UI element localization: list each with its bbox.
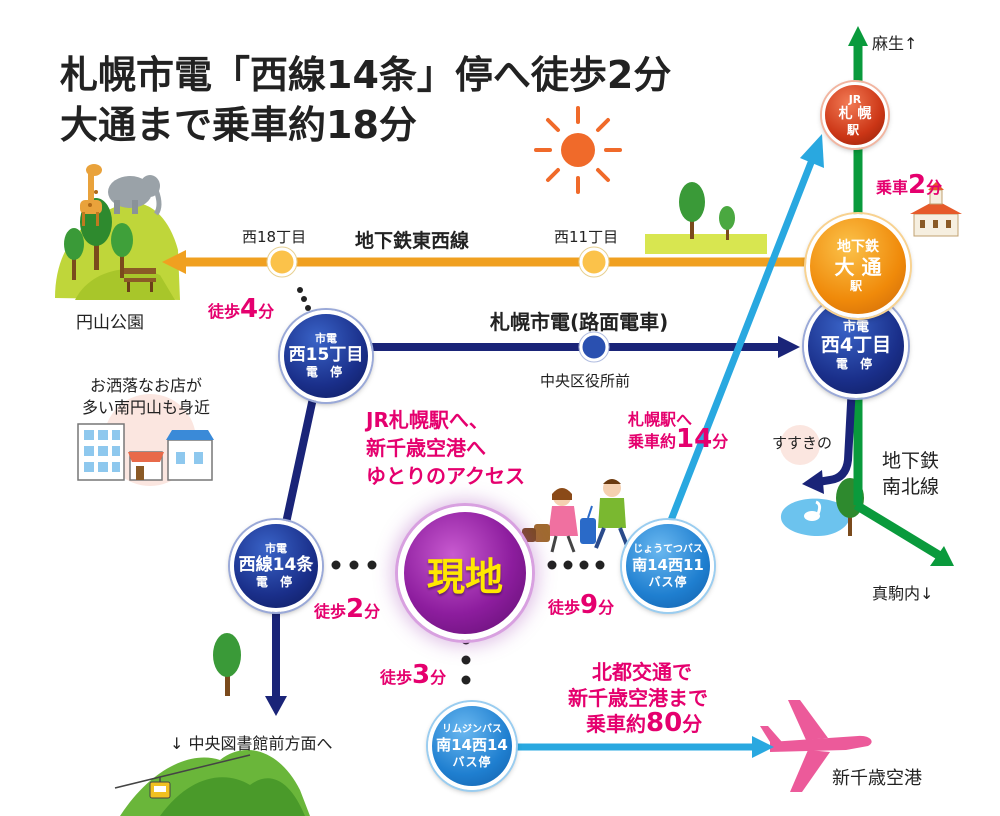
ride-note-airport-line2: 新千歳空港まで <box>568 686 708 710</box>
ride-time-airport: 乗車約80分 <box>586 708 703 738</box>
sun-icon <box>534 106 622 194</box>
station-node-nishisen14: 市電 西線14条 電 停 <box>230 520 322 612</box>
bus-stop-node-limousine: リムジンバス 南14西14 バス停 <box>428 702 516 790</box>
limousine-bus-line <box>500 736 774 758</box>
current-location-node: 現地 <box>398 506 532 640</box>
shop-area-illustration <box>77 394 214 486</box>
station-dot-nishi18 <box>266 246 298 278</box>
swan-icon <box>804 500 822 521</box>
airplane-icon <box>760 700 872 792</box>
jotetsu-bus-line <box>664 134 824 530</box>
travelers-illustration <box>522 479 630 553</box>
place-maruyama-park: 円山公園 <box>76 313 144 333</box>
access-note-line2: 新千歳空港へ <box>366 436 486 460</box>
ride-time-jr-odori: 乗車2分 <box>876 170 943 200</box>
mountain-ropeway-illustration <box>114 633 310 816</box>
access-note-line1: JR札幌駅へ、 <box>366 408 489 432</box>
bench-icon <box>124 268 156 292</box>
tree-strip-illustration <box>645 182 767 254</box>
station-dot-chuoku <box>578 331 610 363</box>
tram-line-label: 札幌市電(路面電車) <box>490 310 669 334</box>
ride-note-airport-line1: 北都交通で <box>592 660 692 684</box>
traveler-man-icon <box>580 479 630 549</box>
walk-time-limousine-bus: 徒歩3分 <box>380 660 447 690</box>
shop-note-line2: 多い南円山も身近 <box>82 398 211 417</box>
ropeway-gondola-icon <box>149 777 171 799</box>
traveler-woman-icon <box>522 488 578 553</box>
walk-time-nishi15: 徒歩4分 <box>208 294 275 324</box>
susukino-branch-line <box>802 384 856 494</box>
page-title-line1: 札幌市電「西線14条」停へ徒歩2分 <box>60 53 672 97</box>
giraffe-icon <box>80 164 102 226</box>
ride-time-sapporo: 乗車約14分 <box>628 424 729 454</box>
station-label-nishi11: 西11丁目 <box>554 228 619 246</box>
place-new-chitose-airport: 新千歳空港 <box>832 768 922 789</box>
ride-note-sapporo-line1: 札幌駅へ <box>628 410 693 429</box>
shop-note-line1: お洒落なお店が <box>90 376 203 395</box>
station-label-nishi18: 西18丁目 <box>242 228 307 246</box>
station-label-chuoku: 中央区役所前 <box>540 372 631 390</box>
place-makomanai: 真駒内↓ <box>872 584 934 603</box>
station-node-odori: 地下鉄 大 通 駅 <box>806 214 910 318</box>
walk-time-nishisen14: 徒歩2分 <box>314 594 381 624</box>
clock-tower-icon <box>910 182 962 237</box>
place-library-direction: ↓ 中央図書館前方面へ <box>170 734 333 753</box>
place-asabu: 麻生↑ <box>872 34 918 53</box>
bus-stop-node-jotetsu: じょうてつバス 南14西11 バス停 <box>622 520 714 612</box>
walk-time-jotetsu-bus: 徒歩9分 <box>548 590 615 620</box>
maruyama-park-illustration <box>55 164 180 300</box>
nanboku-line-label-1: 地下鉄 <box>882 450 940 472</box>
station-node-nishi15: 市電 西15丁目 電 停 <box>280 310 372 402</box>
station-node-jr-sapporo: JR 札 幌 駅 <box>822 82 888 148</box>
tozai-line-label: 地下鉄東西線 <box>355 230 470 252</box>
station-dot-nishi11 <box>578 246 610 278</box>
place-susukino: すすきの <box>772 434 833 452</box>
nanboku-line-label-2: 南北線 <box>882 476 940 498</box>
elephant-icon <box>108 175 162 216</box>
page-title-line2: 大通まで乗車約18分 <box>60 103 417 147</box>
access-note-line3: ゆとりのアクセス <box>366 464 525 488</box>
